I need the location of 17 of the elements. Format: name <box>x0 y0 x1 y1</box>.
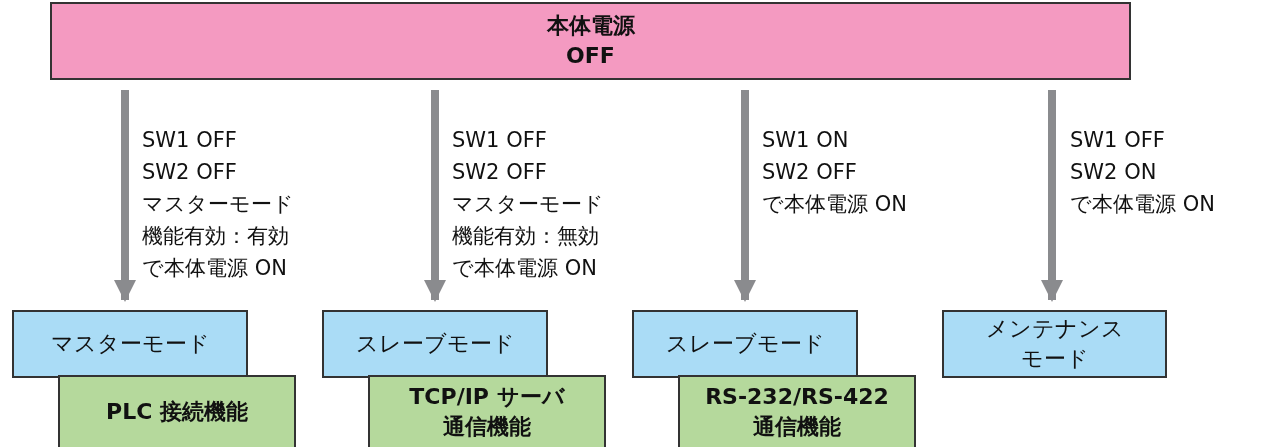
mode-label: マスターモード <box>50 330 210 358</box>
power-label: OFF <box>566 42 615 70</box>
mode-label: スレーブモード <box>355 330 515 358</box>
power-label: 本体電源 <box>546 12 635 40</box>
function-label: TCP/IP サーバ通信機能 <box>409 383 565 441</box>
mode-box <box>942 310 1167 378</box>
function-box <box>368 375 606 447</box>
mode-label: メンテナンスモード <box>985 315 1124 373</box>
function-box <box>678 375 916 447</box>
function-box <box>58 375 296 447</box>
function-label: RS-232/RS-422 通信機能 <box>705 383 889 441</box>
mode-label: スレーブモード <box>665 330 825 358</box>
mode-box <box>12 310 248 378</box>
mode-box <box>322 310 548 378</box>
mode-box <box>632 310 858 378</box>
function-label: PLC 接続機能 <box>106 398 248 426</box>
power-box <box>50 2 1131 80</box>
